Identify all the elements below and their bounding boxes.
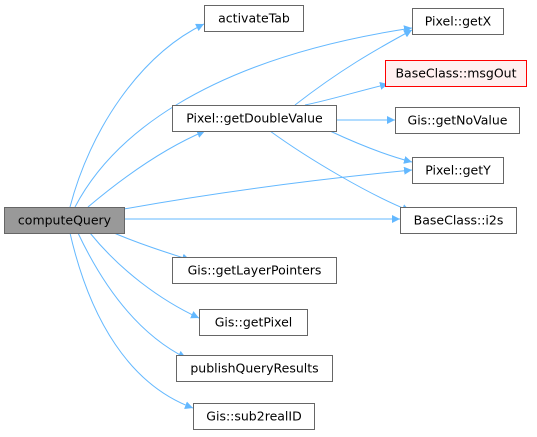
node-gis_getNoValue[interactable]: Gis::getNoValue: [395, 107, 520, 134]
edge-computeQuery-to-publishQueryResults: [77, 232, 187, 359]
node-box: [4, 207, 125, 234]
edge-computeQuery-to-gis_getLayerPointers: [113, 232, 191, 262]
edge-pixel_getDoubleValue-to-pixel_getX: [294, 29, 413, 106]
edge-computeQuery-to-pixel_getX: [74, 25, 413, 208]
node-publishQueryResults[interactable]: publishQueryResults: [176, 355, 333, 382]
node-pixel_getX[interactable]: Pixel::getX: [412, 8, 504, 35]
node-box: [412, 8, 504, 35]
node-box: [172, 105, 337, 132]
node-label: publishQueryResults: [190, 361, 318, 376]
node-label: Pixel::getX: [425, 14, 492, 29]
node-baseclass_msgOut[interactable]: BaseClass::msgOut: [385, 60, 527, 87]
node-box: [385, 60, 527, 87]
edge-computeQuery-to-pixel_getY: [123, 166, 413, 210]
node-label: BaseClass::i2s: [414, 213, 504, 228]
node-box: [172, 257, 337, 284]
edge-layer: [69, 23, 413, 410]
node-baseclass_i2s[interactable]: BaseClass::i2s: [400, 207, 517, 234]
node-box: [400, 207, 517, 234]
edge-computeQuery-to-pixel_getDoubleValue: [87, 130, 206, 208]
edge-computeQuery-to-gis_sub2realID: [69, 232, 194, 410]
node-gis_getPixel[interactable]: Gis::getPixel: [199, 309, 308, 336]
edge-computeQuery-to-activateTab: [69, 23, 205, 208]
edge-pixel_getDoubleValue-to-pixel_getY: [329, 130, 413, 164]
node-box: [395, 107, 520, 134]
node-activateTab[interactable]: activateTab: [204, 5, 304, 32]
node-label: computeQuery: [18, 213, 112, 228]
node-pixel_getDoubleValue[interactable]: Pixel::getDoubleValue: [172, 105, 337, 132]
node-pixel_getY[interactable]: Pixel::getY: [412, 157, 504, 184]
node-gis_sub2realID[interactable]: Gis::sub2realID: [193, 403, 315, 430]
node-computeQuery[interactable]: computeQuery: [4, 207, 125, 234]
node-label: Pixel::getY: [425, 163, 491, 178]
node-gis_getLayerPointers[interactable]: Gis::getLayerPointers: [172, 257, 337, 284]
node-box: [176, 355, 333, 382]
node-box: [199, 309, 308, 336]
node-label: Pixel::getDoubleValue: [186, 111, 323, 126]
node-label: Gis::getLayerPointers: [188, 263, 322, 278]
node-box: [204, 5, 304, 32]
node-label: BaseClass::msgOut: [395, 66, 516, 81]
node-label: Gis::getPixel: [215, 315, 293, 330]
edge-computeQuery-to-gis_getPixel: [89, 232, 200, 319]
edge-pixel_getDoubleValue-to-baseclass_i2s: [269, 130, 411, 212]
edge-pixel_getDoubleValue-to-baseclass_msgOut: [304, 81, 389, 106]
node-layer: computeQuery activateTabPixel::getDoubleV…: [4, 5, 527, 430]
node-label: Gis::sub2realID: [206, 409, 301, 424]
node-label: activateTab: [218, 11, 290, 26]
node-box: [193, 403, 315, 430]
node-label: Gis::getNoValue: [408, 113, 508, 128]
node-box: [412, 157, 504, 184]
